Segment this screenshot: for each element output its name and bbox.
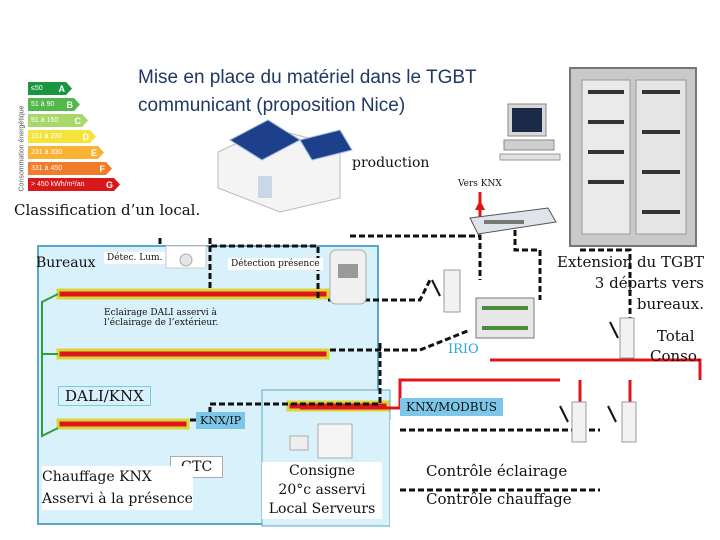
energy-class-row: 51 à 90 B [28, 98, 80, 111]
energy-class-letter: C [74, 115, 81, 126]
detection-presence-label: Détection présence [228, 258, 323, 270]
energy-class-bar: 91 à 150 C [28, 114, 88, 127]
energy-class-row: 231 à 330 E [28, 146, 104, 159]
chauffage-label: Chauffage KNX Asservi à la présence [42, 466, 193, 510]
consigne-line-2: 20°c asservi [278, 482, 366, 498]
energy-class-bar: 231 à 330 E [28, 146, 104, 159]
energy-class-range: 151 à 230 [31, 133, 63, 140]
consigne-line-3: Local Serveurs [268, 501, 376, 517]
knx-device [469, 207, 557, 235]
extension-line-3: bureaux. [636, 295, 704, 313]
total-line-2: Conso. [650, 347, 702, 365]
energy-class-bar: 151 à 230 D [28, 130, 96, 143]
irio-module [475, 297, 535, 339]
controle-chauffage-label: Contrôle chauffage [426, 490, 572, 508]
breakers [443, 269, 637, 443]
vers-knx-arrow [475, 200, 485, 210]
energy-class-range: 51 à 90 [31, 101, 55, 108]
energy-class-letter: F [99, 163, 105, 174]
computer-illustration [499, 103, 561, 161]
title-line-2: communicant (proposition Nice) [138, 95, 406, 116]
controle-area [390, 420, 590, 526]
energy-class-letter: A [58, 83, 65, 94]
page-title: Mise en place du matériel dans le TGBT c… [138, 64, 558, 120]
total-line-1: Total [656, 327, 695, 345]
light-strip [56, 348, 330, 360]
controle-eclairage-label: Contrôle éclairage [426, 462, 568, 480]
energy-class-range: 331 à 450 [31, 165, 63, 172]
house-illustration [217, 119, 353, 213]
consigne-line-1: Consigne [288, 463, 356, 479]
energy-class-row: > 450 kWh/m²/an G [28, 178, 120, 191]
eclairage-line-1: Eclairage DALI asservi à [104, 308, 217, 318]
production-label: production [352, 155, 430, 171]
irio-label: IRIO [448, 342, 479, 357]
energy-class-letter: D [82, 131, 89, 142]
bus-wires [158, 230, 632, 492]
extension-line-2: 3 départs vers [594, 274, 704, 292]
dali-knx-label: DALI/KNX [58, 386, 151, 406]
extension-label: Extension du TGBT 3 départs vers bureaux… [552, 252, 704, 315]
dali-wires [41, 293, 59, 438]
detectors [165, 245, 367, 459]
breaker-switches [431, 279, 619, 423]
energy-class-row: ≤50 A [28, 82, 72, 95]
total-conso-label: Total Conso. [650, 326, 701, 366]
energy-class-row: 331 à 450 F [28, 162, 112, 175]
energy-class-bar: > 450 kWh/m²/an G [28, 178, 120, 191]
title-line-1: Mise en place du matériel dans le TGBT [138, 67, 477, 88]
vers-knx-label: Vers KNX [458, 179, 502, 189]
extension-line-1: Extension du TGBT [557, 253, 704, 271]
eclairage-label: Eclairage DALI asservi à l’éclairage de … [104, 308, 219, 328]
energy-class-range: 231 à 330 [31, 149, 63, 156]
light-strip [56, 418, 190, 430]
chauffage-line-1: Chauffage KNX [42, 469, 152, 485]
energy-class-row: 151 à 230 D [28, 130, 96, 143]
light-strip [56, 288, 330, 300]
tgbt-cabinet [569, 67, 697, 247]
energy-class-row: 91 à 150 C [28, 114, 88, 127]
energy-class-range: ≤50 [31, 85, 43, 92]
knx-ip-label: KNX/IP [196, 412, 246, 429]
chauffage-line-2: Asservi à la présence [42, 491, 193, 507]
consigne-label: Consigne 20°c asservi Local Serveurs [262, 462, 382, 519]
energy-class-bar: 51 à 90 B [28, 98, 80, 111]
classification-label: Classification d’un local. [14, 201, 201, 219]
light-strip [286, 400, 390, 412]
detec-lum-label: Détec. Lum. [104, 252, 166, 264]
energy-class-letter: G [105, 179, 113, 190]
energy-class-range: > 450 kWh/m²/an [31, 181, 85, 188]
energy-class-bar: ≤50 A [28, 82, 72, 95]
energy-class-bar: 331 à 450 F [28, 162, 112, 175]
eclairage-line-2: l’éclairage de l’extérieur. [104, 318, 219, 328]
bureaux-label: Bureaux [36, 255, 96, 271]
energy-class-letter: E [90, 147, 97, 158]
knx-modbus-label: KNX/MODBUS [400, 398, 503, 416]
energy-class-range: 91 à 150 [31, 117, 59, 124]
energy-class-letter: B [66, 99, 73, 110]
